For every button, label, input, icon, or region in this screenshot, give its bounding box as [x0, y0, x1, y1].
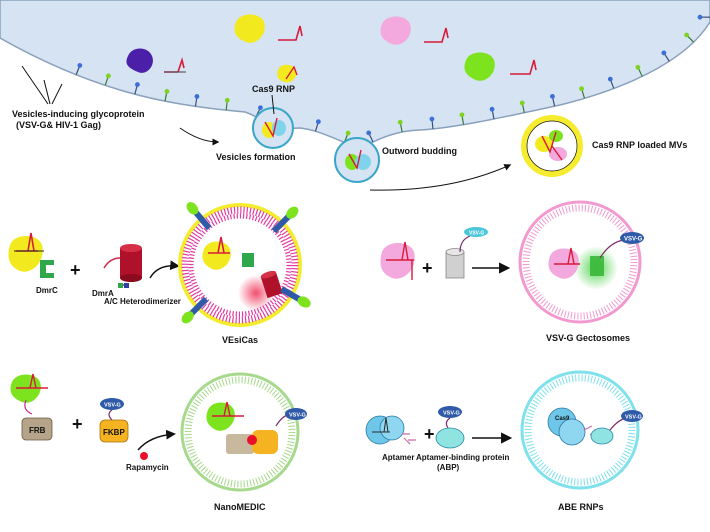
nanomedic-tag-small: VSV-G	[104, 403, 121, 409]
cas9-grna-complex	[8, 232, 44, 272]
abe-tag-small: VSV-G	[443, 411, 460, 417]
cas9-rnp-label: Cas9 RNP	[252, 84, 295, 94]
abp-sublabel: (ABP)	[437, 463, 460, 472]
arrow-to-mv	[369, 164, 512, 191]
formation-label: Vesicles formation	[216, 152, 296, 162]
gectosome-cylinder: VSV-G	[445, 227, 488, 279]
cell-section: Vesicles-inducing glycoprotein (VSV-G& H…	[0, 0, 710, 191]
cas9-loaded-mv	[521, 115, 583, 177]
cas9-rnp-purple	[126, 48, 186, 73]
nanomedic-title: NanoMEDIC	[214, 502, 266, 512]
nanomedic-panel: FRB + VSV-G FKBP Rapamycin VSV-G NanoMED…	[10, 372, 307, 512]
abe-tag: VSV-G	[625, 415, 642, 421]
abe-cas9-tag: Cas9	[555, 416, 570, 422]
dmra-domain	[82, 262, 92, 282]
heterodimerizer-molecule	[118, 283, 129, 288]
gectosome-vesicle: VSV-G	[518, 200, 644, 324]
gectosome-tag: VSV-G	[624, 237, 643, 243]
cas9-rnp-pink	[380, 16, 449, 45]
budding-label: Outword budding	[382, 146, 457, 156]
dmra-label: DmrA	[92, 289, 114, 298]
nanomedic-vesicle: VSV-G	[180, 372, 307, 492]
frb-domain	[21, 417, 53, 441]
abe-vesicle: Cas9 VSV-G	[520, 370, 643, 490]
aptamer-label: Aptamer	[382, 453, 414, 462]
abp-protein	[435, 427, 465, 449]
vesicas-title: VEsiCas	[222, 335, 258, 345]
vesicas-vesicle	[178, 202, 311, 327]
arrow-to-formation	[179, 127, 220, 146]
abe-complex	[365, 415, 416, 445]
budding-vesicle-1	[252, 107, 294, 149]
gectosomes-panel: + VSV-G VSV-G VSV-G Gectosomes	[380, 200, 644, 343]
rapamycin-label: Rapamycin	[126, 463, 169, 472]
gectosome-tag-small: VSV-G	[469, 231, 484, 237]
rapamycin-molecule	[140, 452, 148, 460]
abe-panel: + VSV-G Aptamer Aptamer-binding protein …	[365, 370, 643, 512]
arrow-vesicas	[149, 260, 180, 279]
frb-label: FRB	[29, 426, 46, 435]
abe-title: ABE RNPs	[558, 502, 604, 512]
glycoprotein-callout: Vesicles-inducing glycoprotein (VSV-G& H…	[12, 65, 145, 130]
heterodimerizer-label: A/C Heterodimerizer	[104, 297, 181, 306]
abp-label: Aptamer-binding protein	[416, 453, 509, 462]
plus-sign-3: +	[72, 414, 83, 434]
loaded-mv-label: Cas9 RNP loaded MVs	[592, 140, 687, 150]
plus-sign-4: +	[424, 424, 435, 444]
cell-cytoplasm	[0, 0, 710, 149]
gectosomes-title: VSV-G Gectosomes	[546, 333, 630, 343]
gectosome-cas9	[380, 241, 415, 280]
plus-sign-1: +	[70, 260, 81, 280]
cas9-rnp-yellow	[234, 14, 303, 43]
nanomedic-cas9	[10, 373, 48, 415]
budding-vesicle-2	[334, 137, 380, 183]
vsvg-cylinder	[103, 244, 142, 282]
fkbp-domain	[99, 419, 129, 443]
nanomedic-tag: VSV-G	[289, 413, 306, 419]
plus-sign-2: +	[422, 258, 433, 278]
vesicas-panel: DmrC + DmrA A/C Heterodimerizer	[8, 202, 311, 345]
cas9-rnp-green	[464, 52, 537, 81]
arrow-nanomedic	[137, 429, 176, 451]
fkbp-label: FKBP	[103, 428, 125, 437]
dmrc-label: DmrC	[36, 286, 58, 295]
cas9-rnp-yellow-small	[277, 64, 298, 83]
glycoprotein-sublabel: (VSV-G& HIV-1 Gag)	[16, 120, 101, 130]
glycoprotein-label: Vesicles-inducing glycoprotein	[12, 109, 145, 119]
